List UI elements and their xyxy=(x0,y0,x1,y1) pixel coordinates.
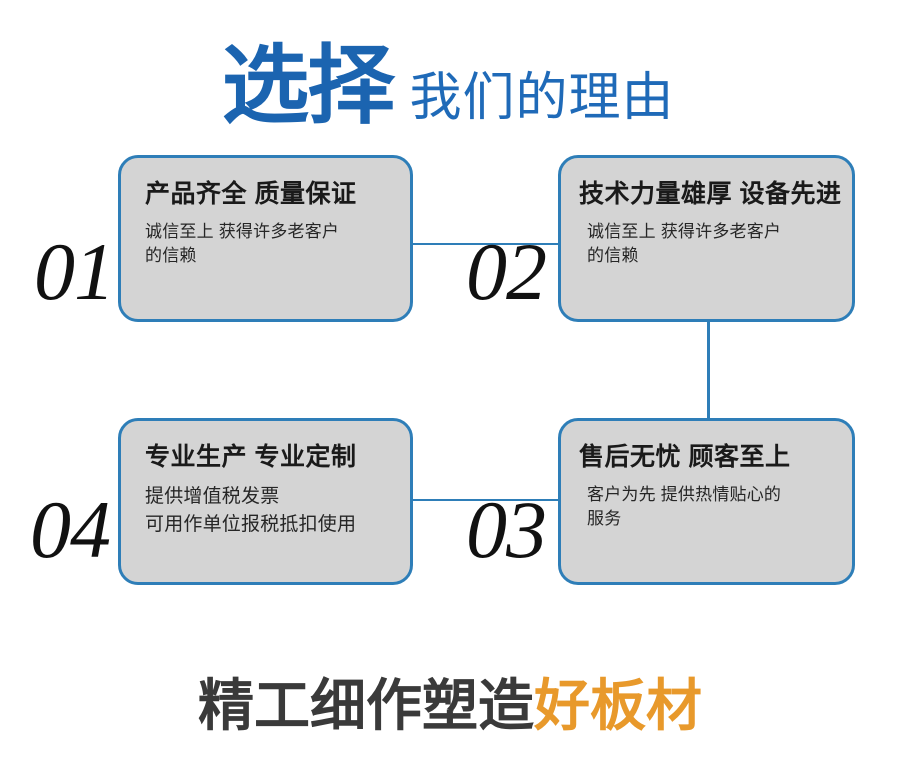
reason-card-02-body-line-2: 的信赖 xyxy=(587,246,639,266)
reason-card-04[interactable]: 专业生产 专业定制 提供增值税发票 可用作单位报税抵扣使用 xyxy=(118,418,413,585)
reason-card-01-number: 01 xyxy=(34,226,115,317)
reason-card-04-body-line-1: 提供增值税发票 xyxy=(145,485,280,507)
reason-card-04-body-line-2: 可用作单位报税抵扣使用 xyxy=(145,514,357,535)
connector-01-to-02 xyxy=(411,243,561,245)
reason-card-02-body: 诚信至上 获得许多老客户 的信赖 xyxy=(579,220,838,269)
connector-02-to-03 xyxy=(707,320,710,420)
connector-04-to-03 xyxy=(411,499,561,501)
reason-card-03-body: 客户为先 提供热情贴心的 服务 xyxy=(579,483,838,532)
reason-card-03-body-line-2: 服务 xyxy=(587,509,622,529)
reason-card-03[interactable]: 售后无忧 顾客至上 客户为先 提供热情贴心的 服务 xyxy=(558,418,855,585)
header-title-strong: 选择 xyxy=(222,37,395,134)
reason-card-04-number: 04 xyxy=(30,484,111,575)
reason-card-03-number: 03 xyxy=(466,484,547,575)
header-title-light: 我们的理由 xyxy=(409,69,675,127)
reason-card-02-title: 技术力量雄厚 设备先进 xyxy=(579,180,842,208)
reason-card-03-body-line-1: 客户为先 提供热情贴心的 xyxy=(587,484,782,504)
reason-card-01-body-line-2: 的信赖 xyxy=(145,246,197,266)
reason-card-04-title: 专业生产 专业定制 xyxy=(145,443,357,471)
reason-card-02-body-line-1: 诚信至上 获得许多老客户 xyxy=(587,221,782,241)
page-header: 选择 我们的理由 xyxy=(0,18,900,134)
reason-card-03-title: 售后无忧 顾客至上 xyxy=(579,443,791,471)
reason-card-02-number: 02 xyxy=(466,226,547,317)
reason-card-01-body-line-1: 诚信至上 获得许多老客户 xyxy=(145,221,340,241)
reason-card-01[interactable]: 产品齐全 质量保证 诚信至上 获得许多老客户 的信赖 xyxy=(118,155,413,322)
page-footer: 精工细作塑造 好板材 xyxy=(0,666,900,746)
reason-card-01-title: 产品齐全 质量保证 xyxy=(145,180,357,208)
footer-slogan-accent: 好板材 xyxy=(534,674,702,737)
reason-card-02[interactable]: 技术力量雄厚 设备先进 诚信至上 获得许多老客户 的信赖 xyxy=(558,155,855,322)
reason-card-01-body: 诚信至上 获得许多老客户 的信赖 xyxy=(145,220,396,269)
footer-slogan-dark: 精工细作塑造 xyxy=(198,674,534,737)
reason-card-04-body: 提供增值税发票 可用作单位报税抵扣使用 xyxy=(145,483,396,540)
